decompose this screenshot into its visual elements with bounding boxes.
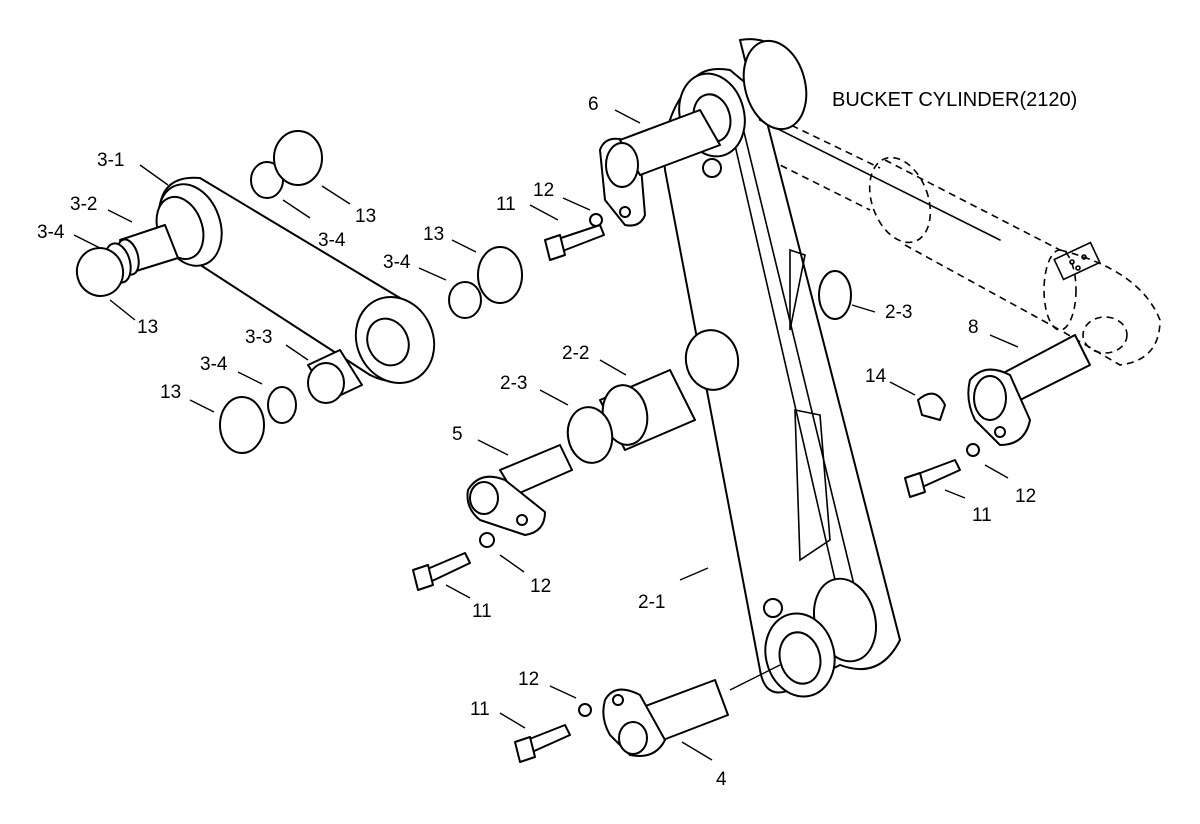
label-3-2: 3-2 [70,194,97,215]
label-13-c: 13 [160,382,181,403]
label-3-4-b: 3-4 [318,230,346,251]
label-2-2: 2-2 [562,343,589,364]
label-3-3: 3-3 [245,327,272,348]
bolt-11-c [904,459,961,498]
pin-6 [599,109,721,227]
label-8: 8 [968,317,979,338]
label-11-b: 11 [472,601,492,622]
label-3-4-d: 3-4 [383,252,411,273]
diagram-title: BUCKET CYLINDER(2120) [832,89,1077,111]
pin-5 [466,444,573,536]
cap-14 [917,392,946,421]
seal-13-a [75,247,125,297]
label-12-d: 12 [518,669,539,690]
label-2-1: 2-1 [638,592,665,613]
bolt-11-d [514,724,571,763]
label-3-4-c: 3-4 [200,354,228,375]
seal-2-3-b [818,270,852,320]
label-11-a: 11 [496,194,516,215]
washer-12-d [578,703,592,717]
part-labels: 3-1 3-2 3-4 13 3-4 13 3-3 3-4 13 3-4 13 … [37,94,1036,790]
label-12-b: 12 [530,576,551,597]
label-6: 6 [588,94,599,115]
seal-13-d [477,246,523,304]
label-11-d: 11 [470,699,490,720]
label-5: 5 [452,424,463,445]
ring-3-4-d [448,281,482,319]
label-3-1: 3-1 [97,150,124,171]
bolt-11-b [412,552,471,591]
label-4: 4 [716,769,727,790]
label-12-a: 12 [533,180,554,201]
bushing-2-2 [599,369,696,451]
label-12-c: 12 [1015,486,1036,507]
label-11-c: 11 [972,505,992,526]
pin-4 [602,679,729,757]
ring-3-4-c [267,386,297,424]
bolt-11-a [544,224,605,261]
label-14: 14 [865,366,887,387]
label-13-d: 13 [423,224,444,245]
bushing-3-3 [307,349,363,404]
washer-12-a [589,213,603,227]
washer-12-b [479,532,495,548]
pin-8 [967,334,1091,446]
bucket-cylinder [769,114,1161,366]
label-3-4-a: 3-4 [37,222,65,243]
label-13-a: 13 [137,317,158,338]
leader-lines [73,109,1019,761]
seal-13-b [273,130,323,186]
seal-2-3-a [566,406,614,464]
label-13-b: 13 [355,206,376,227]
seal-13-c [219,396,265,454]
label-2-3-b: 2-3 [885,302,912,323]
washer-12-c [966,443,980,457]
label-2-3-a: 2-3 [500,373,527,394]
link-3-1 [155,176,436,384]
